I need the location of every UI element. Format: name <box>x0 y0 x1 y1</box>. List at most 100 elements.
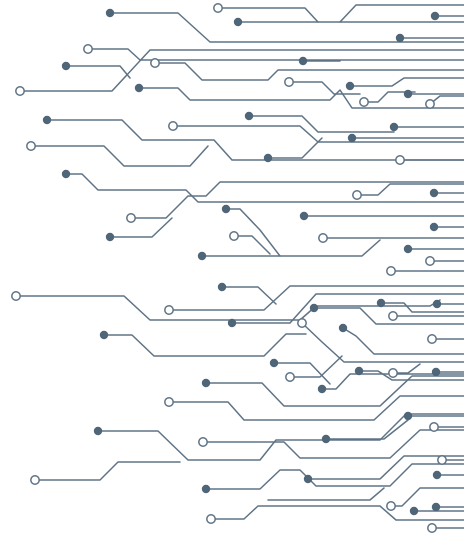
solid-node-icon <box>299 211 309 221</box>
trace-48 <box>301 322 464 363</box>
trace-49 <box>342 327 464 355</box>
open-node-icon <box>229 231 239 241</box>
solid-node-icon <box>403 411 413 421</box>
trace-65 <box>34 461 181 481</box>
open-node-icon <box>425 256 435 266</box>
solid-node-icon <box>244 111 254 121</box>
open-node-icon <box>437 455 447 465</box>
solid-node-icon <box>429 222 439 232</box>
trace-31 <box>225 208 281 257</box>
trace-10 <box>154 62 464 81</box>
circuit-traces <box>15 4 464 529</box>
open-node-icon <box>15 86 25 96</box>
solid-node-icon <box>42 115 52 125</box>
open-node-icon <box>429 422 439 432</box>
trace-56 <box>392 363 421 374</box>
trace-60 <box>97 413 464 461</box>
circuit-nodes <box>11 3 447 533</box>
trace-34 <box>233 235 271 255</box>
trace-45 <box>380 302 464 313</box>
solid-node-icon <box>197 251 207 261</box>
trace-55 <box>358 370 464 381</box>
open-node-icon <box>126 213 136 223</box>
trace-8 <box>65 65 131 79</box>
trace-70 <box>390 487 464 507</box>
open-node-icon <box>359 97 369 107</box>
trace-1 <box>109 12 464 43</box>
open-node-icon <box>150 58 160 68</box>
trace-75 <box>267 487 385 501</box>
trace-30 <box>109 217 173 238</box>
trace-24 <box>267 137 323 159</box>
trace-43 <box>231 293 464 324</box>
open-node-icon <box>395 155 405 165</box>
open-node-icon <box>425 99 435 109</box>
solid-node-icon <box>309 303 319 313</box>
open-node-icon <box>427 334 437 344</box>
trace-9 <box>19 49 464 92</box>
solid-node-icon <box>105 232 115 242</box>
solid-node-icon <box>227 318 237 328</box>
solid-node-icon <box>429 188 439 198</box>
solid-node-icon <box>432 299 442 309</box>
trace-20 <box>248 115 395 133</box>
solid-node-icon <box>321 434 331 444</box>
open-node-icon <box>11 291 21 301</box>
solid-node-icon <box>303 474 313 484</box>
solid-node-icon <box>99 330 109 340</box>
solid-node-icon <box>61 169 71 179</box>
open-node-icon <box>297 318 307 328</box>
open-node-icon <box>386 266 396 276</box>
open-node-icon <box>206 514 216 524</box>
solid-node-icon <box>347 133 357 143</box>
solid-node-icon <box>431 502 441 512</box>
solid-node-icon <box>134 83 144 93</box>
solid-node-icon <box>201 484 211 494</box>
trace-4 <box>339 4 464 23</box>
solid-node-icon <box>432 470 442 480</box>
solid-node-icon <box>263 153 273 163</box>
trace-42 <box>168 285 464 311</box>
open-node-icon <box>352 190 362 200</box>
solid-node-icon <box>338 323 348 333</box>
trace-54 <box>321 373 464 390</box>
solid-node-icon <box>233 17 243 27</box>
solid-node-icon <box>269 358 279 368</box>
solid-node-icon <box>317 384 327 394</box>
solid-node-icon <box>389 122 399 132</box>
open-node-icon <box>318 233 328 243</box>
solid-node-icon <box>409 506 419 516</box>
trace-41 <box>221 286 277 305</box>
open-node-icon <box>285 372 295 382</box>
open-node-icon <box>30 475 40 485</box>
trace-59 <box>168 395 464 421</box>
solid-node-icon <box>221 204 231 214</box>
solid-node-icon <box>345 81 355 91</box>
solid-node-icon <box>105 8 115 18</box>
solid-node-icon <box>403 244 413 254</box>
trace-15 <box>363 91 416 103</box>
open-node-icon <box>427 523 437 533</box>
trace-13 <box>349 77 464 87</box>
open-node-icon <box>168 121 178 131</box>
open-node-icon <box>198 437 208 447</box>
open-node-icon <box>386 501 396 511</box>
trace-64 <box>202 429 464 459</box>
trace-2 <box>217 7 464 23</box>
trace-29 <box>130 181 464 219</box>
open-node-icon <box>83 44 93 54</box>
trace-61 <box>325 419 409 440</box>
trace-58 <box>205 375 464 407</box>
solid-node-icon <box>93 426 103 436</box>
trace-71 <box>210 505 464 521</box>
trace-44 <box>313 307 464 325</box>
open-node-icon <box>388 311 398 321</box>
solid-node-icon <box>431 367 441 377</box>
trace-23 <box>30 145 209 167</box>
trace-66 <box>307 455 464 480</box>
open-node-icon <box>164 397 174 407</box>
open-node-icon <box>26 141 36 151</box>
trace-12 <box>288 81 361 95</box>
trace-19 <box>172 125 464 143</box>
solid-node-icon <box>201 378 211 388</box>
